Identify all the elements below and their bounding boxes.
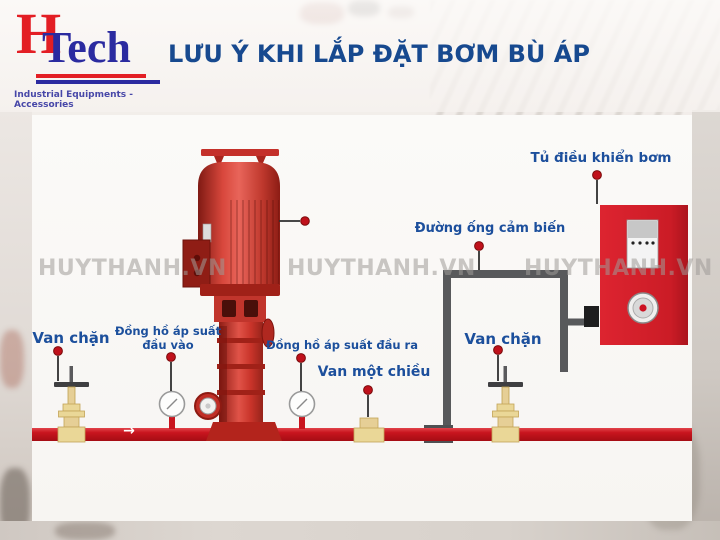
motor-callout-dot	[300, 216, 310, 226]
label-inlet-line2: đầu vào	[142, 338, 194, 352]
htech-logo: H Tech Industrial Equipments - Accessori…	[14, 1, 174, 110]
inlet-pressure-gauge	[158, 390, 186, 429]
background-machinery-blob	[0, 330, 24, 388]
logo-underline-blue	[36, 80, 160, 84]
control-cabinet	[600, 205, 688, 345]
flow-direction-arrow: →	[123, 423, 135, 439]
pump-base	[206, 422, 282, 441]
watermark: HUYTHANH.VN	[38, 256, 227, 281]
pump-coupling	[214, 296, 266, 322]
watermark: HUYTHANH.VN	[524, 256, 713, 281]
sensor-connector-block	[584, 306, 599, 327]
pump-outlet-flange	[261, 318, 275, 348]
label-stop-valve-right: Van chặn	[464, 330, 542, 348]
fire-pump	[182, 149, 310, 441]
logo-letter-h: H	[16, 1, 62, 66]
logo-word-tech: Tech	[42, 23, 131, 72]
label-check-valve: Van một chiều	[317, 364, 431, 380]
callout-dots	[53, 170, 602, 395]
diagram-panel	[32, 115, 692, 521]
background-left-strip	[0, 110, 32, 521]
pump-motor-dome	[198, 162, 280, 202]
label-sensor-pipe: Đường ống cảm biến	[414, 221, 566, 236]
label-stop-valve-left: Van chặn	[32, 329, 110, 347]
logo-underline-red	[36, 74, 146, 78]
outlet-pressure-gauge	[288, 390, 316, 429]
callout-lines	[57, 180, 598, 417]
motor-junction-box	[182, 239, 211, 288]
page-title: LƯU Ý KHI LẮP ĐẶT BƠM BÙ ÁP	[168, 40, 590, 68]
stop-valve-left	[54, 366, 89, 443]
background-right-strip	[692, 110, 720, 540]
background-bottom-strip	[0, 521, 720, 540]
background-machinery-blob	[55, 522, 115, 540]
label-inlet-pressure-gauge: Đồng hồ áp suất đầu vào	[108, 324, 228, 352]
logo-tagline: Industrial Equipments - Accessories	[14, 90, 134, 110]
header: H Tech Industrial Equipments - Accessori…	[0, 0, 720, 112]
pump-lifting-plate	[201, 149, 279, 156]
watermark: HUYTHANH.VN	[287, 256, 476, 281]
label-inlet-line1: Đồng hồ áp suất	[114, 324, 222, 338]
motor-nameplate	[202, 223, 212, 243]
check-valve	[353, 417, 385, 443]
label-outlet-pressure-gauge: Đồng hồ áp suất đầu ra	[266, 338, 418, 352]
stop-valve-right	[488, 366, 523, 443]
label-control-cabinet: Tủ điều khiển bơm	[530, 150, 672, 166]
